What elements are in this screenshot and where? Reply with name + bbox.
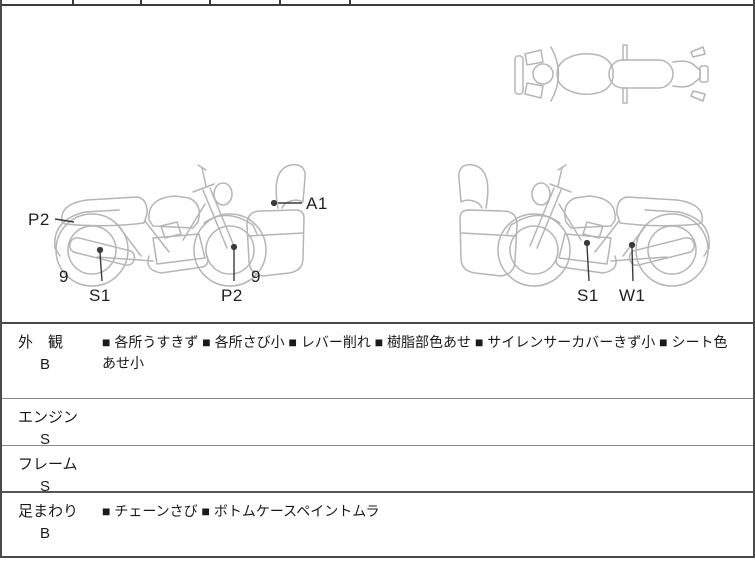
table-row-frame: フレーム S — [2, 446, 753, 495]
category-label: 外 観 — [18, 334, 64, 351]
grade-value: S — [40, 431, 51, 448]
category-label: エンジン — [18, 409, 79, 426]
category-cell: 外 観 B — [2, 324, 102, 398]
notes-text: ■ 各所うすきず ■ 各所さび小 ■ レバー削れ ■ 樹脂部色あせ ■ サイレン… — [102, 334, 728, 371]
damage-label-a1-cowl: A1 — [306, 194, 328, 213]
header-cell-divider — [140, 0, 142, 4]
header-cell-divider — [72, 0, 74, 4]
damage-label-9-rear: 9 — [59, 267, 69, 286]
bike-top-view — [514, 44, 709, 104]
damage-label-p2-rear: P2 — [28, 210, 50, 229]
table-row-undercarriage: 足まわり B ■ チェーンさび ■ ボトムケースペイントムラ — [2, 493, 753, 553]
category-cell: フレーム S — [2, 446, 102, 495]
grade-value: B — [40, 356, 51, 373]
bike-left-side-view — [54, 163, 306, 287]
bike-right-side-view — [458, 163, 710, 287]
leader-lines — [54, 199, 636, 282]
damage-label-s1-muffler: S1 — [89, 286, 111, 305]
table-row-exterior: 外 観 B ■ 各所うすきず ■ 各所さび小 ■ レバー削れ ■ 樹脂部色あせ … — [2, 324, 753, 399]
grade-value: B — [40, 525, 51, 542]
cutoff-header-row — [2, 0, 753, 6]
header-cell-divider — [349, 0, 351, 4]
category-cell: エンジン S — [2, 399, 102, 448]
damage-label-p2-front: P2 — [221, 286, 243, 305]
notes-text: ■ チェーンさび ■ ボトムケースペイントムラ — [102, 503, 380, 519]
damage-label-9-front: 9 — [251, 267, 261, 286]
category-label: 足まわり — [18, 503, 79, 520]
category-cell: 足まわり B — [2, 493, 102, 553]
category-label: フレーム — [18, 456, 78, 473]
damage-label-w1-swingarm: W1 — [619, 286, 646, 305]
inspection-table: 外 観 B ■ 各所うすきず ■ 各所さび小 ■ レバー削れ ■ 樹脂部色あせ … — [2, 324, 753, 553]
header-cell-divider — [279, 0, 281, 4]
damage-label-s1-engine: S1 — [577, 286, 599, 305]
header-cell-divider — [209, 0, 211, 4]
damage-diagram-area: P2 9 S1 P2 9 A1 S1 W1 — [2, 6, 753, 324]
notes-text — [102, 399, 753, 445]
grade-value: S — [40, 478, 51, 495]
motorcycle-diagram-svg — [54, 44, 710, 287]
table-row-engine: エンジン S — [2, 399, 753, 448]
notes-text — [102, 446, 753, 491]
